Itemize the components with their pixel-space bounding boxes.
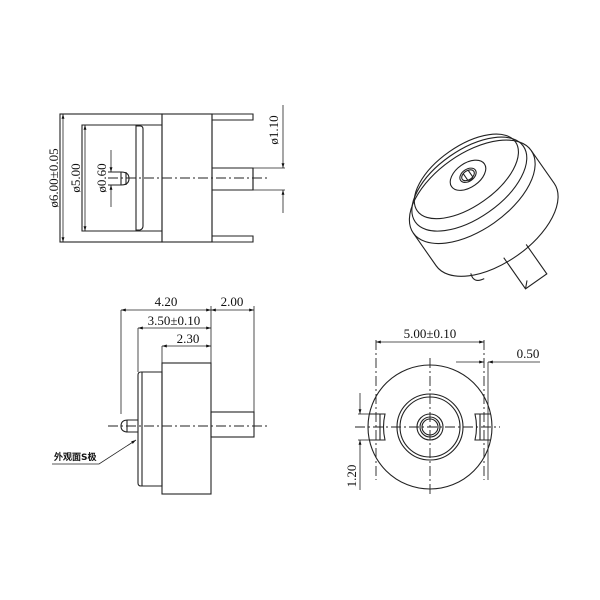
- rear-pin: [212, 167, 254, 191]
- dim-inner-diameter: ø5.00: [68, 163, 83, 192]
- top-face: [413, 133, 519, 220]
- inner-body: [81, 124, 162, 232]
- dim-overall-length: 4.20: [155, 294, 178, 309]
- dim-slot-height: 1.20: [344, 465, 359, 488]
- dim-pin-diameter: ø0.60: [94, 163, 109, 192]
- dim-main-body-length: 2.30: [177, 331, 200, 346]
- rear-bottom-tab: [212, 235, 254, 243]
- dim-outer-diameter: ø6.00±0.05: [46, 148, 61, 207]
- pin-tip: [120, 171, 130, 186]
- dim-tail-length: 2.00: [221, 294, 244, 309]
- side-view-top-left: ø6.00±0.05 ø5.00 ø0.60 ø1.10: [46, 105, 285, 243]
- dim-body-length: 3.50±0.10: [148, 313, 201, 328]
- dim-slot-width: 0.50: [517, 346, 540, 361]
- isometric-view: [408, 133, 559, 290]
- dim-rear-pin-diameter: ø1.10: [266, 115, 281, 144]
- tail-pin: [210, 411, 255, 438]
- side-view-bottom-left: 4.20 2.00 3.50±0.10 2.30 外观面S极: [52, 294, 268, 495]
- end-view-bottom-right: 5.00±0.10 0.50 1.20: [344, 326, 540, 495]
- main-body: [161, 362, 212, 495]
- rear-bump: [470, 273, 485, 281]
- annotation-leader: [52, 439, 137, 465]
- center-boss: [449, 159, 487, 191]
- annotation-s-pole: 外观面S极: [53, 451, 97, 463]
- disk-plate: [135, 125, 144, 231]
- rear-top-tab: [212, 113, 254, 121]
- tail-tab: [503, 244, 548, 290]
- cylinder-body: [412, 150, 559, 277]
- dim-slot-spacing: 5.00±0.10: [404, 326, 457, 341]
- pin-stub: [108, 171, 122, 186]
- slot-left: [369, 413, 386, 441]
